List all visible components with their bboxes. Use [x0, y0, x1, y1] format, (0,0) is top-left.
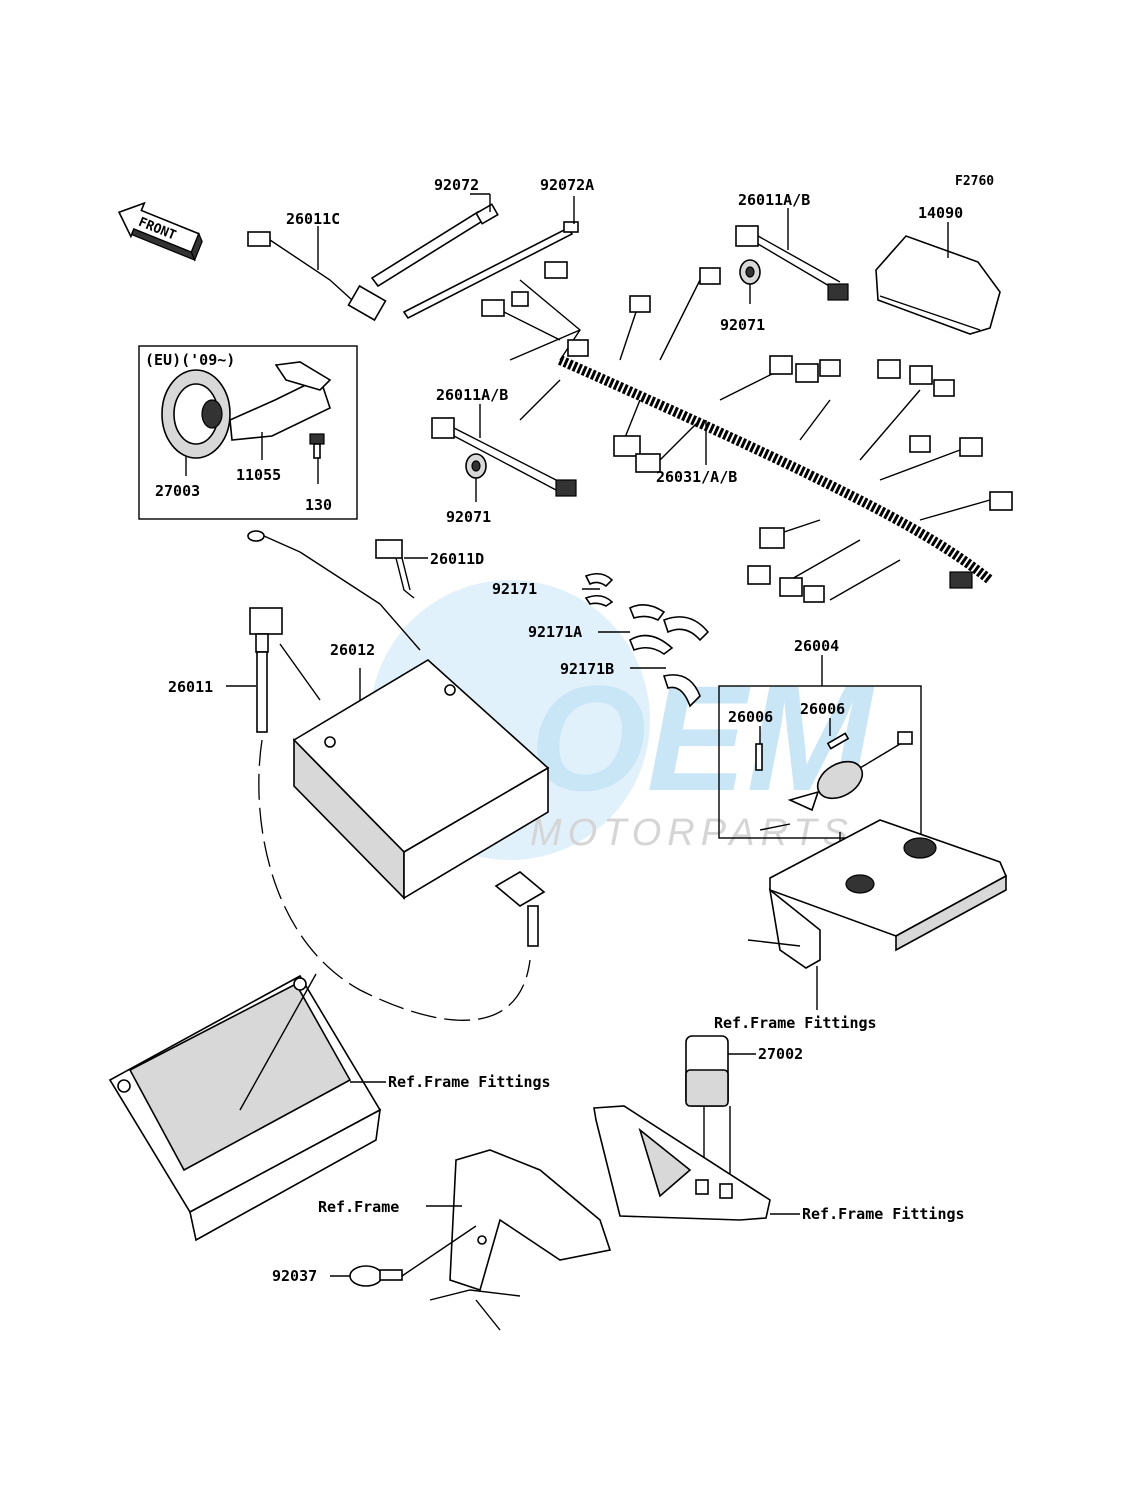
label-26004: 26004	[794, 637, 839, 655]
part-11055-bracket[interactable]	[229, 361, 332, 460]
battery-cable-top	[247, 530, 421, 651]
part-26011AB-mid[interactable]	[431, 404, 577, 497]
label-92171A: 92171A	[528, 623, 582, 641]
eu-box-label: (EU)('09~)	[145, 351, 235, 369]
label-26011D: 26011D	[430, 550, 484, 568]
part-14090-cover[interactable]	[875, 222, 1001, 335]
label-26011AB-top: 26011A/B	[738, 191, 810, 209]
part-92037-clamp[interactable]	[330, 1225, 477, 1287]
label-92071-mid: 92071	[446, 508, 491, 526]
part-92071-grommet-top[interactable]	[739, 259, 761, 304]
part-26031AB-main-harness[interactable]	[481, 261, 1013, 603]
label-26031AB: 26031/A/B	[656, 468, 737, 486]
label-26006-left: 26006	[728, 708, 773, 726]
label-92072A: 92072A	[540, 176, 594, 194]
part-92071-grommet-mid[interactable]	[465, 453, 487, 502]
front-arrow-icon: FRONT	[117, 201, 203, 262]
ref-frame: Ref.Frame	[318, 1198, 399, 1216]
relay-mount-plate[interactable]	[593, 1105, 800, 1221]
label-92171B: 92171B	[560, 660, 614, 678]
part-92171B-clip[interactable]	[630, 616, 710, 708]
part-26006-fuse-left[interactable]	[755, 726, 763, 771]
label-26006-right: 26006	[800, 700, 845, 718]
watermark-text: MOTORPARTS	[530, 812, 854, 854]
part-26004-starter-relay-box	[718, 655, 922, 839]
label-27002: 27002	[758, 1045, 803, 1063]
part-130-bolt[interactable]	[309, 433, 325, 484]
battery-terminal-cover	[494, 871, 546, 947]
label-26011AB-mid: 26011A/B	[436, 386, 508, 404]
relay-bracket[interactable]	[747, 819, 1008, 1010]
label-92037: 92037	[272, 1267, 317, 1285]
part-26011D-cable[interactable]	[375, 539, 428, 599]
battery-lead-route	[258, 739, 531, 1021]
label-26011: 26011	[168, 678, 213, 696]
label-11055: 11055	[236, 466, 281, 484]
part-92171A-clip[interactable]	[598, 604, 674, 655]
starter-relay-assembly[interactable]	[759, 731, 913, 850]
part-92072A-cable-tie[interactable]	[402, 196, 579, 320]
part-92171-clip[interactable]	[582, 572, 614, 607]
label-92072: 92072	[434, 176, 479, 194]
label-14090: 14090	[918, 204, 963, 222]
part-26011-lead[interactable]	[226, 607, 321, 733]
part-92072-cable-tie[interactable]	[370, 193, 499, 288]
part-27003-horn[interactable]	[161, 369, 231, 476]
label-130: 130	[305, 496, 332, 514]
eu-horn-box	[138, 345, 358, 520]
part-26011C-sub-harness[interactable]	[247, 226, 387, 322]
part-26012-battery[interactable]	[292, 659, 550, 900]
ref-frame-fittings-1: Ref.Frame Fittings	[714, 1014, 877, 1032]
label-92071-top: 92071	[720, 316, 765, 334]
label-26011C: 26011C	[286, 210, 340, 228]
diagram-code: F2760	[955, 174, 994, 189]
ref-frame-fittings-2: Ref.Frame Fittings	[388, 1073, 551, 1091]
label-27003: 27003	[155, 482, 200, 500]
frame-section[interactable]	[426, 1149, 612, 1331]
part-26006-fuse-right[interactable]	[826, 718, 850, 750]
battery-tray[interactable]	[108, 973, 386, 1242]
ref-frame-fittings-3: Ref.Frame Fittings	[802, 1205, 965, 1223]
part-26011AB-top[interactable]	[735, 208, 849, 301]
label-26012: 26012	[330, 641, 375, 659]
label-92171: 92171	[492, 580, 537, 598]
